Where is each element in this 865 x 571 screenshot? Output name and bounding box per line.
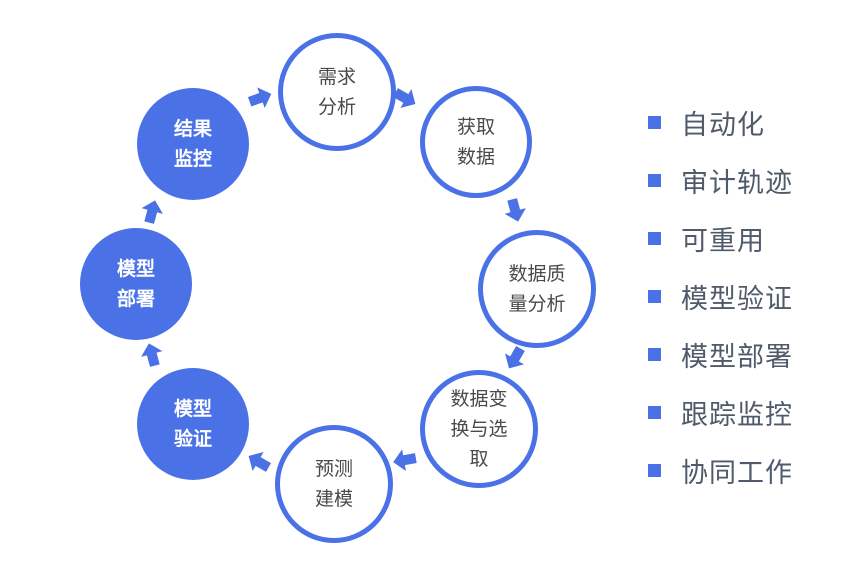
node-model-deployment: 模型 部署: [80, 228, 192, 340]
list-item-label: 自动化: [681, 109, 765, 141]
list-item: 跟踪监控: [648, 392, 793, 432]
list-item-label: 模型部署: [681, 341, 793, 373]
square-bullet-icon: [648, 347, 661, 361]
list-item-label: 可重用: [681, 225, 765, 257]
node-label: 获取 数据: [456, 116, 495, 168]
square-bullet-icon: [648, 463, 661, 477]
list-item: 模型验证: [648, 276, 793, 316]
list-item: 审计轨迹: [648, 160, 793, 200]
node-label: 结果 监控: [173, 118, 212, 170]
flow-arrow-icon: [248, 451, 272, 472]
node-label: 模型 部署: [116, 258, 155, 310]
node-label: 模型 验证: [173, 398, 212, 450]
node-model-validation: 模型 验证: [137, 368, 249, 480]
flow-arrow-icon: [504, 198, 526, 222]
flow-arrow-icon: [392, 88, 416, 109]
list-item: 自动化: [648, 102, 765, 142]
list-item-label: 模型验证: [681, 283, 793, 315]
list-item-label: 跟踪监控: [681, 399, 793, 431]
flow-arrow-icon: [141, 200, 163, 224]
list-item-label: 审计轨迹: [681, 167, 793, 199]
cycle-arrows: [141, 87, 526, 472]
node-data-transform-selection: 数据变 换与选 取: [420, 370, 538, 488]
list-item: 协同工作: [648, 450, 793, 490]
list-item: 可重用: [648, 218, 765, 258]
flow-arrow-icon: [504, 345, 525, 369]
node-label: 数据变 换与选 取: [450, 388, 508, 470]
square-bullet-icon: [648, 405, 661, 419]
node-result-monitoring: 结果 监控: [137, 88, 249, 200]
node-data-quality-analysis: 数据质 量分析: [478, 230, 596, 348]
flow-arrow-icon: [141, 343, 163, 367]
square-bullet-icon: [648, 115, 661, 129]
process-cycle-diagram: 需求 分析 获取 数据 数据质 量分析 数据变 换与选 取 预测 建模 模型 验…: [80, 33, 596, 543]
node-label: 预测 建模: [314, 458, 353, 510]
square-bullet-icon: [648, 231, 661, 245]
node-data-acquisition: 获取 数据: [420, 86, 532, 198]
flow-arrow-icon: [393, 449, 417, 472]
square-bullet-icon: [648, 289, 661, 303]
flow-arrow-icon: [247, 87, 272, 108]
node-label: 需求 分析: [317, 66, 356, 118]
list-item: 模型部署: [648, 334, 793, 374]
list-item-label: 协同工作: [681, 457, 793, 489]
node-requirement-analysis: 需求 分析: [278, 33, 396, 151]
node-label: 数据质 量分析: [508, 263, 566, 315]
node-predictive-modeling: 预测 建模: [275, 425, 393, 543]
square-bullet-icon: [648, 173, 661, 187]
